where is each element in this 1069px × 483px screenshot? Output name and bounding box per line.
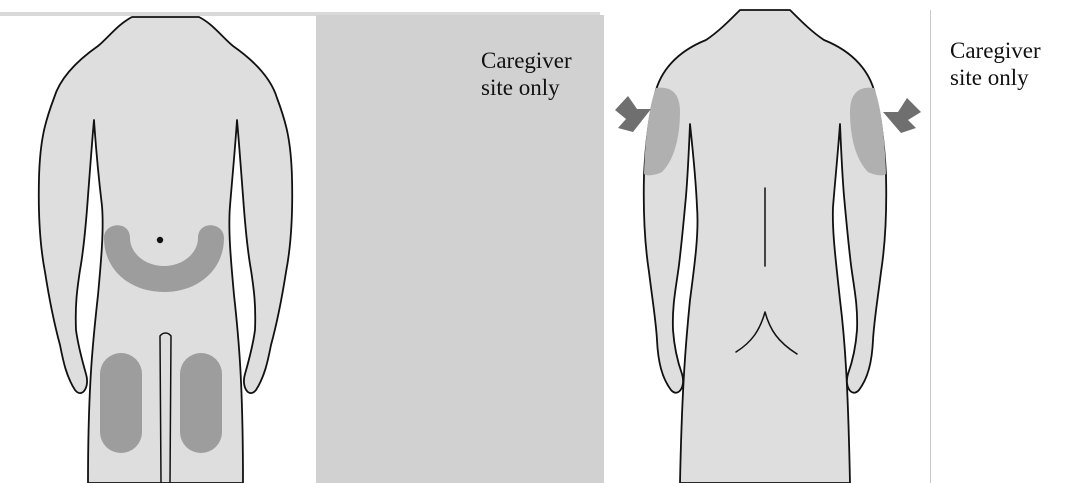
arrow-to-left-arm bbox=[615, 96, 651, 132]
back-body-figure bbox=[644, 10, 887, 483]
caregiver-note-left-line1: Caregiver bbox=[481, 47, 572, 74]
left-thigh-injection-zone bbox=[100, 353, 142, 453]
caregiver-note-right: Caregiver site only bbox=[950, 37, 1041, 91]
right-thigh-injection-zone bbox=[180, 353, 222, 453]
front-body-outline bbox=[39, 17, 293, 483]
caregiver-note-right-line1: Caregiver bbox=[950, 37, 1041, 64]
caregiver-note-left: Caregiver site only bbox=[481, 47, 572, 101]
arrow-to-right-arm bbox=[883, 98, 921, 133]
front-body-figure bbox=[39, 17, 293, 483]
navel-marker bbox=[157, 237, 163, 243]
caregiver-note-left-line2: site only bbox=[481, 74, 572, 101]
caregiver-note-right-line2: site only bbox=[950, 64, 1041, 91]
